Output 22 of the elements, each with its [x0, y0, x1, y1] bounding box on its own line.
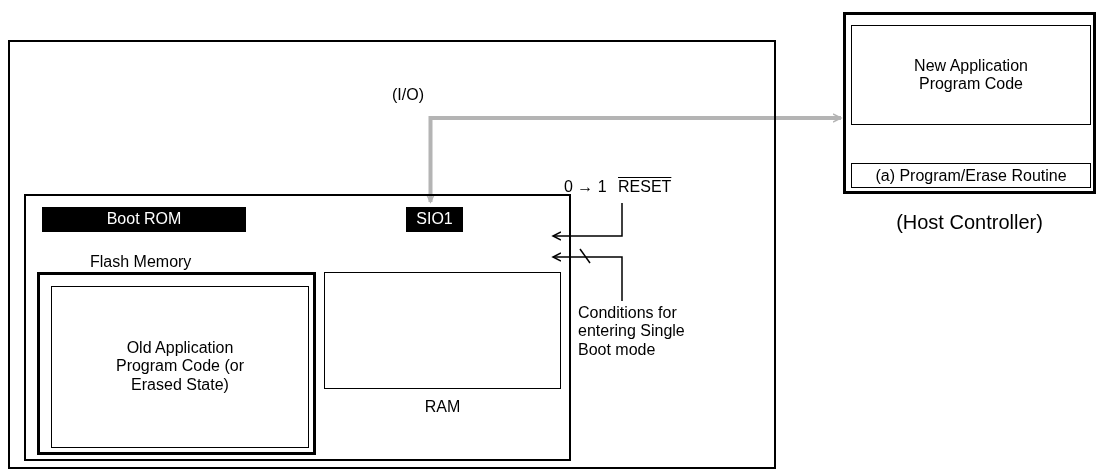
block-label: (Host Controller): [895, 211, 1044, 234]
block-label: RAM: [423, 398, 462, 417]
block-label: Flash Memory: [90, 253, 192, 272]
signal-transition: 0 → 1: [564, 178, 607, 197]
program-code-box: [51, 286, 309, 448]
arrow: [425, 113, 842, 203]
sio-port-band: [406, 207, 463, 232]
chip-outline-box: [8, 40, 776, 469]
block-label: SIO1: [415, 210, 454, 229]
arrow: [552, 202, 623, 241]
block-label: Old Application Program Code (or Erased State): [114, 339, 245, 395]
signal-name: RESET: [618, 178, 672, 197]
edge-label: (I/O): [392, 86, 424, 105]
note-text: Conditions for entering Single Boot mode: [578, 304, 686, 360]
block-label: Boot ROM: [105, 210, 183, 229]
boot-rom-band: [42, 207, 246, 232]
memory-area-box: [24, 194, 571, 461]
program-code-box: [851, 25, 1091, 125]
block-label: (a) Program/Erase Routine: [874, 166, 1068, 185]
block-label: New Application Program Code: [913, 56, 1029, 94]
routine-box: [851, 163, 1091, 188]
arrow: [552, 252, 623, 302]
